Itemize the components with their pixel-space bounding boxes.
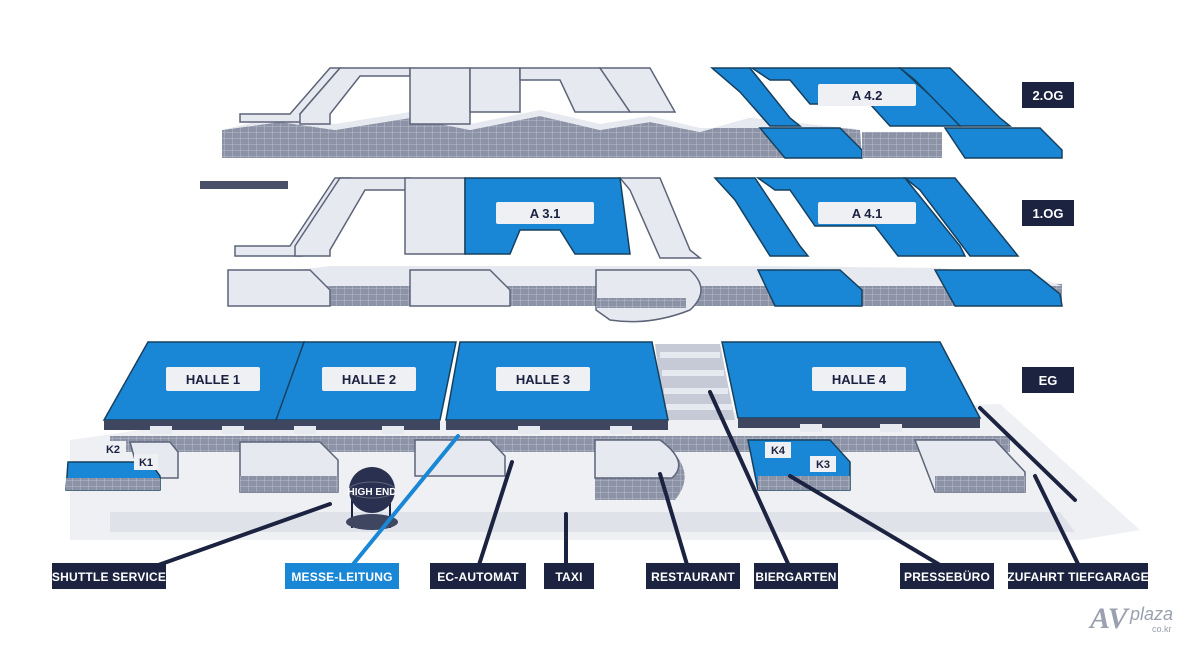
watermark-mark: AV — [1088, 602, 1131, 635]
label-k2 — [100, 441, 126, 457]
label-halle3 — [496, 367, 590, 391]
halle-2: HALLE 2 — [342, 372, 396, 387]
halle-4: HALLE 4 — [832, 372, 887, 387]
bar-1og — [200, 181, 288, 189]
block-2og — [469, 67, 521, 113]
high-end-text: HIGH END — [348, 487, 397, 498]
watermark-text: plaza — [1129, 604, 1173, 624]
block-1og — [294, 177, 411, 257]
label-halle2 — [322, 367, 416, 391]
k1: K1 — [139, 457, 153, 469]
halle-3: HALLE 3 — [516, 372, 570, 387]
hall-a41-right — [902, 177, 1020, 257]
tag-taxi-label: TAXI — [555, 570, 582, 584]
k4: K4 — [771, 445, 786, 457]
leader-lines — [148, 390, 1082, 570]
walkway-2og — [222, 116, 862, 158]
tag-shuttle[interactable] — [52, 563, 166, 589]
high-end-sign: HIGH END — [346, 467, 398, 530]
tag-messe[interactable] — [285, 563, 399, 589]
k3: K3 — [816, 459, 830, 471]
hall-a42-lower — [943, 127, 1063, 159]
hall-a42-left — [709, 67, 803, 127]
block-1og-lower — [409, 269, 511, 307]
area-a41: A 4.1 — [852, 206, 883, 221]
round-hall-1og — [595, 269, 702, 323]
hall-a41-lower — [756, 269, 863, 307]
block-1og-lower — [227, 269, 331, 307]
block-1og — [618, 177, 703, 259]
walkway-2og-top — [222, 110, 860, 132]
halle-1: HALLE 1 — [186, 372, 240, 387]
area-label-a31 — [496, 202, 594, 224]
floor-2og: A 4.2 — [222, 67, 1063, 159]
floor-tag-2og[interactable]: 2.OG — [1022, 82, 1074, 108]
tag-garage[interactable] — [1008, 563, 1148, 589]
label-halle1 — [166, 367, 260, 391]
floor-tag-1og[interactable]: 1.OG — [1022, 200, 1074, 226]
tag-messe-label: MESSE-LEITUNG — [291, 570, 392, 584]
hall-a41-lower — [933, 269, 1063, 307]
tag-presse-label: PRESSEBÜRO — [904, 569, 990, 584]
tag-biergarten[interactable] — [754, 563, 838, 589]
floor-tag-eg[interactable]: EG — [1022, 367, 1074, 393]
floor-1og: A 3.1 A 4.1 — [200, 177, 1063, 323]
k2: K2 — [106, 444, 120, 456]
tag-presse[interactable] — [900, 563, 994, 589]
tag-garage-label: ZUFAHRT TIEFGARAGE — [1007, 570, 1149, 584]
tag-restaurant-label: RESTAURANT — [651, 570, 735, 584]
tag-ec[interactable] — [430, 563, 526, 589]
block-eg — [414, 439, 506, 477]
tag-restaurant[interactable] — [646, 563, 740, 589]
watermark-logo: AV plaza co.kr — [1086, 594, 1186, 638]
area-label-a41 — [818, 202, 916, 224]
tag-biergarten-label: BIERGARTEN — [755, 570, 836, 584]
label-k1 — [134, 454, 158, 470]
legend: SHUTTLE SERVICE MESSE-LEITUNG EC-AUTOMAT… — [52, 563, 1149, 589]
label-k4 — [765, 442, 791, 458]
floor-eg: K2 K1 K4 K3 HALLE 1 HALLE 2 HALLE 3 — [65, 341, 1140, 540]
tag-ec-label: EC-AUTOMAT — [437, 570, 519, 584]
label-halle4 — [812, 367, 906, 391]
block-2og — [299, 67, 411, 125]
area-label-a42 — [818, 84, 916, 106]
block-2og — [598, 67, 677, 113]
area-a42: A 4.2 — [852, 88, 883, 103]
hall-a41-left — [713, 177, 810, 257]
area-a31: A 3.1 — [530, 206, 561, 221]
hall-a42-right — [897, 67, 1013, 127]
label-k3 — [810, 456, 836, 472]
tag-shuttle-label: SHUTTLE SERVICE — [52, 570, 166, 584]
tag-taxi[interactable] — [544, 563, 594, 589]
block-2og — [409, 67, 471, 125]
block-1og — [404, 177, 466, 255]
watermark-sub: co.kr — [1152, 624, 1172, 634]
